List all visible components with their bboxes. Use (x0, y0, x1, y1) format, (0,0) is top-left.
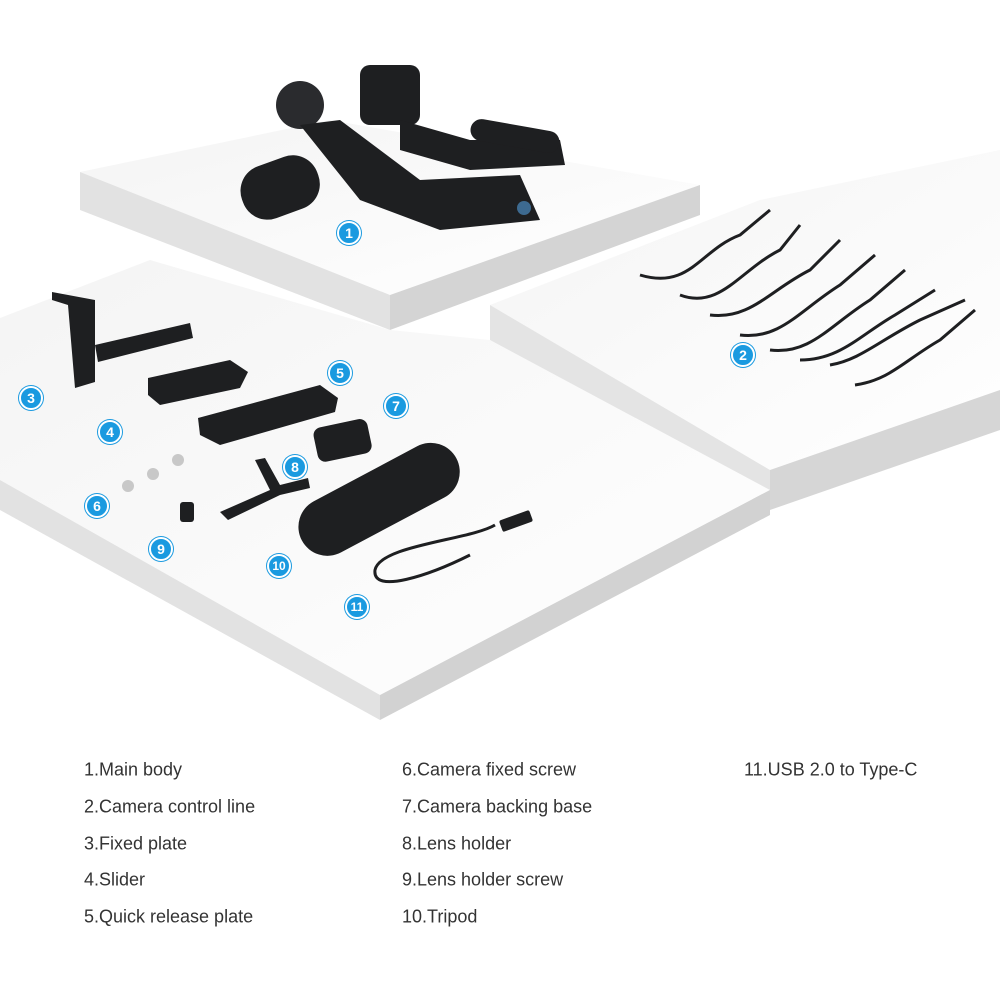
badge-8: 8 (283, 455, 307, 479)
fixed-plate (52, 292, 95, 388)
tripod (298, 442, 460, 556)
badge-4: 4 (98, 420, 122, 444)
legend-item: 3.Fixed plate (84, 833, 188, 854)
badge-2: 2 (731, 343, 755, 367)
legend-item: 7.Camera backing base (402, 796, 593, 817)
badge-3: 3 (19, 386, 43, 410)
badge-1: 1 (337, 221, 361, 245)
badge-10: 10 (267, 554, 291, 578)
legend-item: 10.Tripod (402, 906, 478, 927)
lens-holder (220, 458, 310, 520)
legend-item: 5.Quick release plate (84, 906, 254, 927)
badge-7: 7 (384, 394, 408, 418)
badge-5: 5 (328, 361, 352, 385)
legend-item: 1.Main body (84, 759, 183, 780)
badge-11: 11 (345, 595, 369, 619)
legend-item: 8.Lens holder (402, 833, 512, 854)
legend-item: 2.Camera control line (84, 796, 256, 817)
usb-cable (373, 523, 496, 584)
legend-item: 11.USB 2.0 to Type-C (744, 759, 918, 780)
legend-item: 9.Lens holder screw (402, 869, 564, 890)
slider (148, 360, 248, 405)
badge-9: 9 (149, 537, 173, 561)
legend-item: 4.Slider (84, 869, 146, 890)
camera-control-lines (639, 208, 976, 387)
camera-backing-base (313, 419, 372, 462)
lens-holder-screw (180, 502, 194, 522)
badge-6: 6 (85, 494, 109, 518)
legend-item: 6.Camera fixed screw (402, 759, 577, 780)
main-body-gimbal (240, 65, 565, 230)
quick-release-plate (198, 385, 338, 445)
accessories (52, 292, 533, 584)
